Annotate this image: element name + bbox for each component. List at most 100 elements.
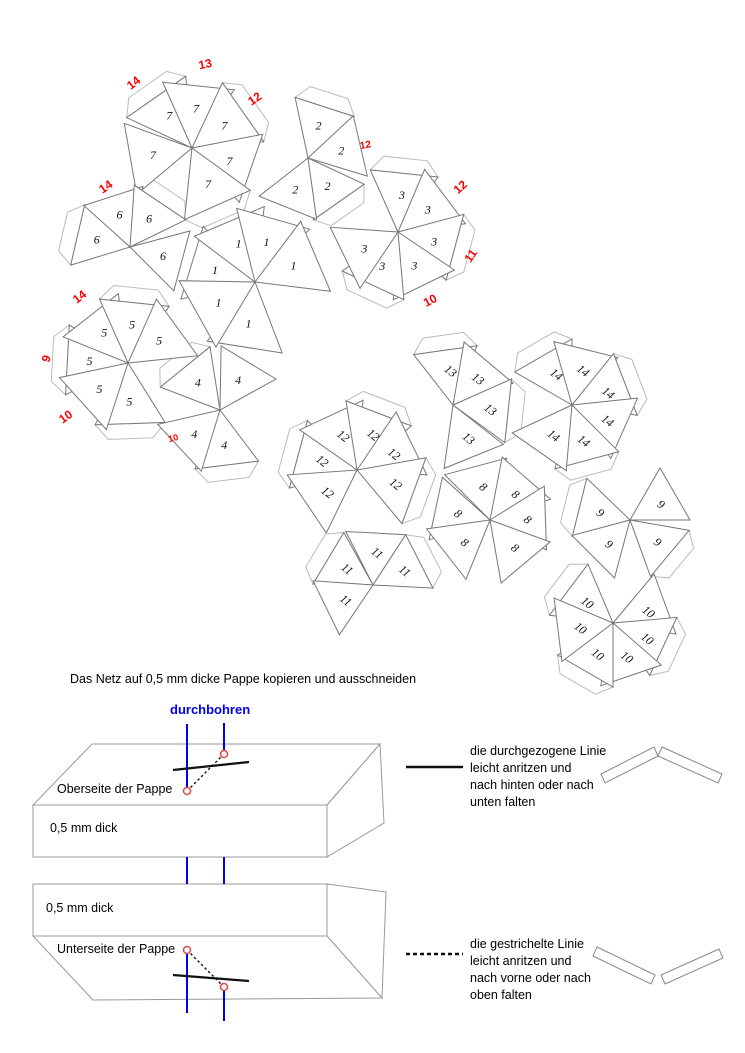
- net-triangle: [329, 226, 399, 290]
- net-triangle: [258, 157, 318, 221]
- copy-instruction-text: Das Netz auf 0,5 mm dicke Pappe kopieren…: [70, 672, 417, 686]
- triangle-number: 1: [290, 259, 296, 273]
- triangle-number: 7: [205, 177, 212, 191]
- triangle-number: 7: [193, 102, 200, 116]
- triangle-number: 4: [195, 376, 201, 390]
- triangle-number: 7: [150, 148, 157, 162]
- net-triangle: [129, 230, 191, 292]
- triangle-number: 3: [360, 241, 367, 255]
- red-tab-number: 10: [421, 291, 440, 310]
- net-triangle: [312, 580, 374, 636]
- triangles-layer: [58, 75, 691, 688]
- triangle-number: 3: [424, 202, 431, 216]
- legend-solid-text: die durchgezogene Linie leicht anritzen …: [470, 744, 607, 809]
- triangle-number: 3: [410, 259, 417, 273]
- needle-lines: [186, 723, 225, 1021]
- red-tab-number: 10: [167, 432, 179, 444]
- bottom-box-thickness-label: 0,5 mm dick: [46, 901, 114, 915]
- triangle-number: 2: [325, 179, 331, 193]
- cardboard-diagram: [31, 742, 387, 1001]
- triangle-number: 1: [215, 295, 221, 309]
- triangle-number: 3: [430, 235, 437, 249]
- mountain-fold-icon: [600, 746, 723, 784]
- triangle-number: 7: [226, 154, 233, 168]
- net-triangle: [629, 466, 691, 521]
- bottom-box-bottom-face: [31, 935, 384, 1001]
- net-triangle: [372, 533, 434, 589]
- triangle-number: 5: [156, 333, 162, 347]
- red-tab-number: 10: [56, 407, 75, 426]
- triangle-number: 1: [245, 316, 251, 330]
- pierce-hole: [182, 786, 192, 796]
- net-triangle: [443, 404, 505, 470]
- triangle-number: 1: [264, 235, 270, 249]
- legend-dashed-text: die gestrichelte Linie leicht anritzen u…: [470, 937, 591, 1002]
- triangle-number: 2: [316, 119, 322, 133]
- pierce-hole: [219, 749, 229, 759]
- bottom-box-surface-label: Unterseite der Pappe: [57, 942, 176, 956]
- triangle-number: 6: [116, 208, 122, 222]
- net-triangle: [178, 280, 256, 349]
- solid-score-line-top: [172, 760, 250, 772]
- mountain-fold-right-bar: [657, 746, 723, 784]
- triangle-number: 5: [129, 318, 135, 332]
- solid-score-line-bottom: [172, 973, 250, 983]
- triangle-number: 4: [191, 427, 197, 441]
- net-triangle: [629, 519, 691, 578]
- score-marks: [172, 749, 250, 992]
- triangle-number: 4: [221, 438, 227, 452]
- triangle-number: 6: [94, 232, 100, 246]
- net-triangle: [286, 469, 358, 534]
- triangle-number: 6: [146, 212, 152, 226]
- durchbohren-label: durchbohren: [170, 702, 251, 717]
- pierce-hole: [182, 945, 192, 955]
- top-box-thickness-label: 0,5 mm dick: [50, 821, 118, 835]
- triangle-number: 5: [101, 326, 107, 340]
- net-triangle: [425, 519, 491, 581]
- net-triangle: [123, 122, 193, 196]
- net-triangle: [127, 298, 199, 364]
- triangle-number: 1: [236, 237, 242, 251]
- net-triangle: [511, 404, 573, 472]
- red-tab-number: 14: [70, 287, 89, 306]
- net-triangle: [307, 114, 368, 177]
- net-triangle: [156, 409, 221, 473]
- red-tab-number: 12: [359, 139, 372, 152]
- triangle-number: 1: [212, 263, 218, 277]
- triangle-number: 3: [398, 188, 405, 202]
- red-tab-number: 12: [451, 177, 471, 197]
- valley-fold-left-bar: [592, 946, 656, 985]
- dashed-score-line-bottom: [186, 949, 225, 988]
- net-triangle: [129, 184, 187, 248]
- valley-fold-right-bar: [660, 948, 724, 985]
- top-box-surface-label: Oberseite der Pappe: [57, 782, 173, 796]
- triangle-number: 5: [126, 394, 132, 408]
- triangle-number: 7: [221, 118, 228, 132]
- net-triangle: [183, 147, 252, 221]
- net-triangle: [219, 345, 278, 411]
- valley-fold-icon: [592, 946, 724, 985]
- triangle-number: 3: [378, 259, 385, 273]
- triangle-number: 7: [166, 109, 173, 123]
- red-tab-number: 9: [39, 353, 55, 364]
- triangle-number: 5: [96, 382, 102, 396]
- net-triangle: [356, 457, 427, 525]
- net-triangle: [553, 597, 614, 663]
- net-triangle: [452, 378, 513, 444]
- triangle-number: 2: [292, 183, 298, 197]
- triangle-number: 5: [87, 354, 93, 368]
- red-tab-number: 14: [96, 177, 115, 196]
- net-triangle: [571, 519, 631, 579]
- triangle-number: 4: [235, 373, 241, 387]
- net-triangle: [489, 519, 552, 584]
- net-triangle: [254, 220, 332, 292]
- pierce-hole: [219, 982, 229, 992]
- net-triangle: [58, 362, 129, 431]
- red-tab-number: 13: [197, 56, 213, 73]
- triangle-number: 6: [160, 249, 166, 263]
- net-triangle: [159, 345, 221, 411]
- dashed-score-line-top: [186, 753, 225, 792]
